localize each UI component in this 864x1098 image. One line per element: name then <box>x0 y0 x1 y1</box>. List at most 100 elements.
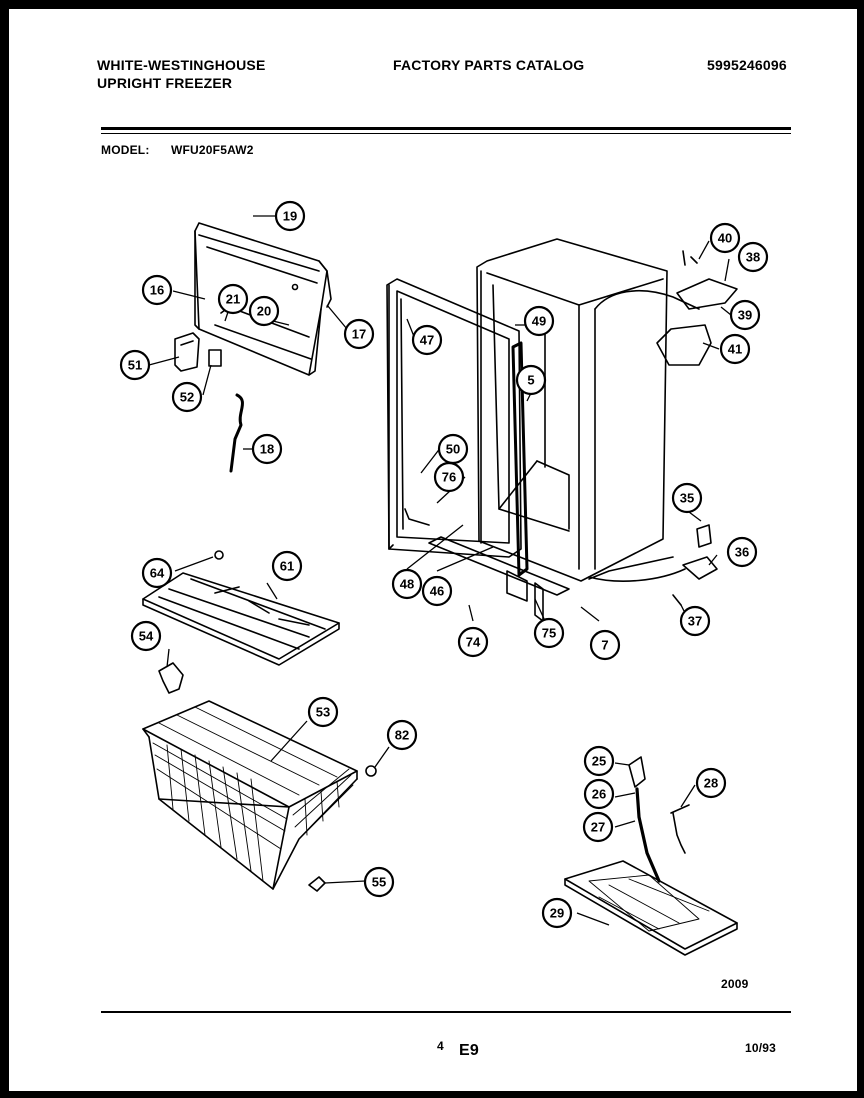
wire-basket-mesh <box>152 706 354 882</box>
callout-52: 52 <box>171 381 203 413</box>
callout-label: 16 <box>150 283 164 298</box>
callout-label: 39 <box>738 308 752 323</box>
callout-label: 82 <box>395 728 409 743</box>
callout-circle <box>411 324 443 356</box>
callout-circle <box>307 696 339 728</box>
callout-39: 39 <box>729 299 761 331</box>
callout-41: 41 <box>719 333 751 365</box>
model-label: MODEL: <box>101 143 150 157</box>
callout-circle <box>719 333 751 365</box>
callout-circle <box>729 299 761 331</box>
callout-35: 35 <box>671 482 703 514</box>
callout-label: 28 <box>704 776 718 791</box>
callout-circle <box>583 778 615 810</box>
callout-label: 20 <box>257 304 271 319</box>
wire-basket-drawing <box>142 700 358 890</box>
callout-circle <box>251 433 283 465</box>
callout-46: 46 <box>421 575 453 607</box>
drain-pan-drawing <box>564 860 738 956</box>
callout-40: 40 <box>709 222 741 254</box>
top-hinge-drawing <box>656 250 738 366</box>
control-knob-drawing <box>174 332 222 372</box>
issue-date: 10/93 <box>745 1041 777 1055</box>
callout-circle <box>523 305 555 337</box>
callout-circle <box>248 295 280 327</box>
callout-label: 7 <box>601 638 608 653</box>
callout-circle <box>433 461 465 493</box>
catalog-number: 5995246096 <box>707 57 787 73</box>
callout-circle <box>457 626 489 658</box>
callout-label: 55 <box>372 875 386 890</box>
callout-label: 47 <box>420 333 434 348</box>
callout-circle <box>171 381 203 413</box>
part-82-drawing <box>365 765 377 777</box>
callout-53: 53 <box>307 696 339 728</box>
drain-assembly-drawing <box>628 756 690 883</box>
callout-circle <box>583 745 615 777</box>
callout-label: 18 <box>260 442 274 457</box>
callout-38: 38 <box>737 241 769 273</box>
callout-circle <box>386 719 418 751</box>
page-mark: 4 <box>437 1039 444 1053</box>
catalog-title: FACTORY PARTS CATALOG <box>393 57 585 73</box>
callout-label: 74 <box>466 635 481 650</box>
callout-label: 50 <box>446 442 460 457</box>
callout-label: 25 <box>592 754 606 769</box>
footer-rule <box>101 1011 791 1013</box>
callout-circle <box>695 767 727 799</box>
callout-label: 35 <box>680 491 694 506</box>
brand-line-2: UPRIGHT FREEZER <box>97 75 233 91</box>
header-rule-thin <box>101 133 791 134</box>
callout-label: 19 <box>283 209 297 224</box>
callout-circle <box>515 364 547 396</box>
header-rule <box>101 127 791 130</box>
callout-circle <box>141 557 173 589</box>
callout-76: 76 <box>433 461 465 493</box>
door-drawing <box>386 278 522 558</box>
callout-circle <box>671 482 703 514</box>
exploded-parts-diagram: 1916212017515218474955076484674757403839… <box>119 200 769 956</box>
callout-circle <box>709 222 741 254</box>
callout-label: 53 <box>316 705 330 720</box>
part-55-drawing <box>308 876 326 892</box>
callout-label: 38 <box>746 250 760 265</box>
callout-7: 7 <box>589 629 621 661</box>
cabinet-drawing <box>476 238 700 582</box>
shelf-support-drawing <box>158 662 184 694</box>
callout-18: 18 <box>251 433 283 465</box>
callout-circle <box>679 605 711 637</box>
callout-label: 49 <box>532 314 546 329</box>
callout-circle <box>217 283 249 315</box>
callout-17: 17 <box>343 318 375 350</box>
callout-circle <box>119 349 151 381</box>
callout-label: 27 <box>591 820 605 835</box>
parts-catalog-page: WHITE-WESTINGHOUSE UPRIGHT FREEZER FACTO… <box>9 9 857 1091</box>
callout-21: 21 <box>217 283 249 315</box>
callout-47: 47 <box>411 324 443 356</box>
callout-25: 25 <box>583 745 615 777</box>
callout-circle <box>421 575 453 607</box>
callout-label: 5 <box>527 373 534 388</box>
callout-circle <box>726 536 758 568</box>
callout-20: 20 <box>248 295 280 327</box>
callout-54: 54 <box>130 620 162 652</box>
callout-circle <box>363 866 395 898</box>
callout-label: 52 <box>180 390 194 405</box>
callout-label: 37 <box>688 614 702 629</box>
callout-label: 51 <box>128 358 142 373</box>
callout-label: 17 <box>352 327 366 342</box>
callout-circle <box>737 241 769 273</box>
callout-64: 64 <box>141 557 173 589</box>
callout-circle <box>130 620 162 652</box>
figure-code: 2009 <box>721 977 749 991</box>
callout-circle <box>582 811 614 843</box>
callout-27: 27 <box>582 811 614 843</box>
callout-circle <box>141 274 173 306</box>
callout-label: 40 <box>718 231 732 246</box>
callout-19: 19 <box>274 200 306 232</box>
callout-label: 64 <box>150 566 165 581</box>
callout-49: 49 <box>523 305 555 337</box>
callout-28: 28 <box>695 767 727 799</box>
callout-51: 51 <box>119 349 151 381</box>
model-value: WFU20F5AW2 <box>171 143 254 157</box>
